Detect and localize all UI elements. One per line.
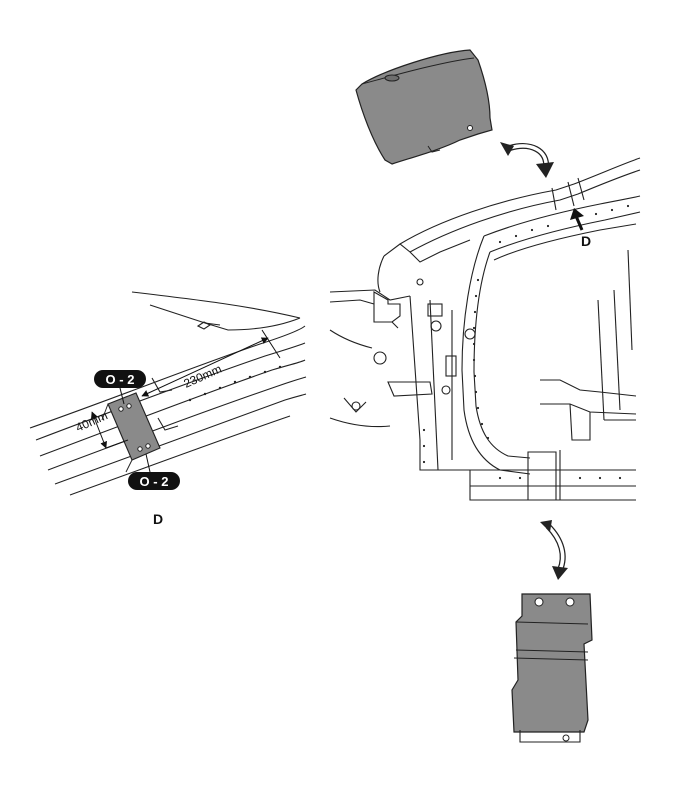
body-side-structure: [329, 157, 641, 501]
pillar-cut-section: [527, 451, 557, 501]
callout-o2-bottom: O - 2: [128, 453, 180, 490]
detail-view-d: [29, 291, 307, 496]
removed-roof-panel: [355, 49, 493, 165]
curved-arrow-icon: [500, 142, 554, 178]
callout-o2-bottom-text: O - 2: [140, 474, 169, 489]
detail-arrow-label: D: [581, 233, 591, 249]
sectioning-patch: [101, 392, 161, 473]
curved-arrow-icon: [540, 520, 568, 580]
callout-o2-top-text: O - 2: [106, 372, 135, 387]
arrow-pointer-icon: [570, 208, 584, 231]
dimension-230mm: [141, 329, 281, 397]
dimension-40mm: [91, 411, 129, 449]
removed-pillar-panel: [511, 593, 593, 743]
detail-view-label: D: [153, 511, 163, 527]
dimension-label-230mm: 230mm: [182, 362, 224, 391]
callout-o2-top: O - 2: [94, 370, 146, 405]
spot-welds: [422, 204, 630, 480]
